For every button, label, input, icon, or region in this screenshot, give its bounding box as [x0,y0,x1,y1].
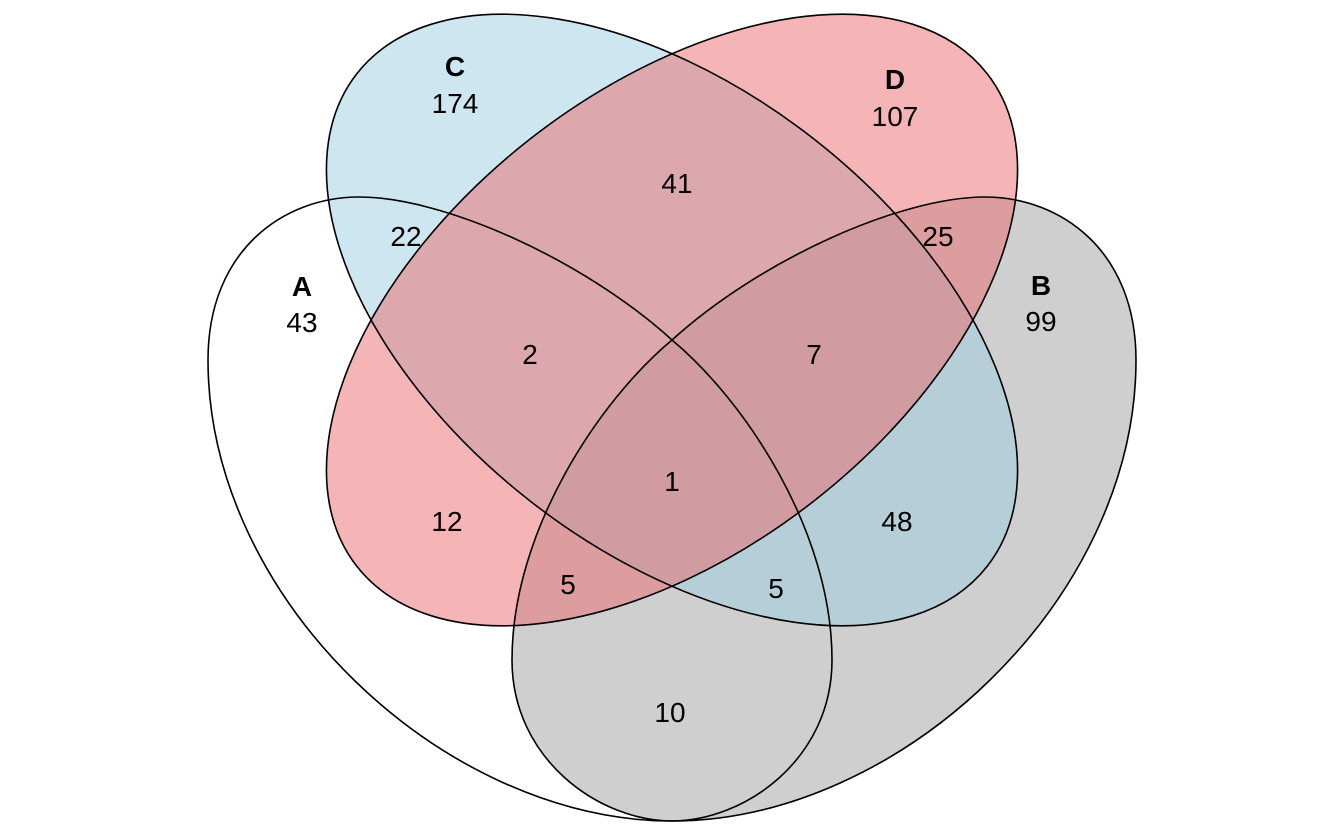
set-d-label: D [885,64,905,95]
region-ad-count: 12 [431,506,462,537]
set-d-outline [325,13,1019,627]
region-abcd-count: 1 [664,466,680,497]
region-bcd-count: 7 [806,339,822,370]
region-cd-count: 41 [661,168,692,199]
region-ac-count: 22 [390,221,421,252]
region-ab-count: 10 [654,697,685,728]
region-bd-count: 25 [922,221,953,252]
set-c-label: C [445,51,465,82]
set-c-only-count: 174 [432,88,479,119]
region-abc-count: 5 [768,573,784,604]
set-b-only-count: 99 [1025,306,1056,337]
set-a-outline [207,196,833,822]
region-abd-count: 5 [560,569,576,600]
region-bc-count: 48 [881,506,912,537]
set-b-label: B [1031,270,1051,301]
set-d-fill [326,14,1018,626]
region-acd-count: 2 [522,339,538,370]
set-a-only-count: 43 [286,307,317,338]
set-c-outline [325,13,1019,627]
set-a-label: A [292,271,312,302]
set-b-outline [511,196,1137,822]
set-d-only-count: 107 [872,101,919,132]
